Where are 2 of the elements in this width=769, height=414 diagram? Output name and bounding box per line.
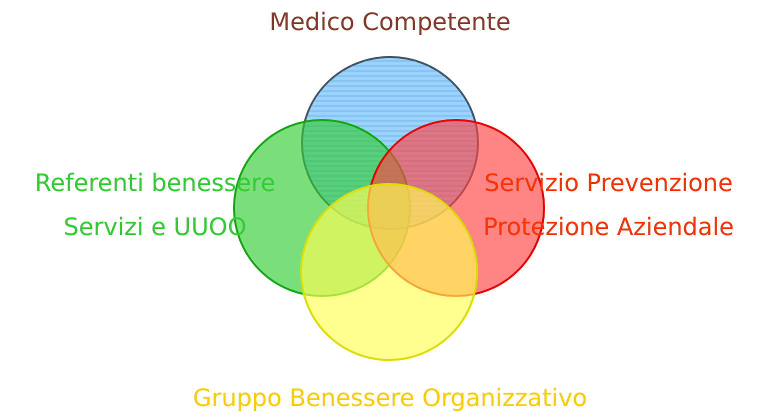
circle-label: Gruppo Benessere Organizzativo xyxy=(192,383,588,414)
circle-label: Medico Competente xyxy=(268,7,512,38)
